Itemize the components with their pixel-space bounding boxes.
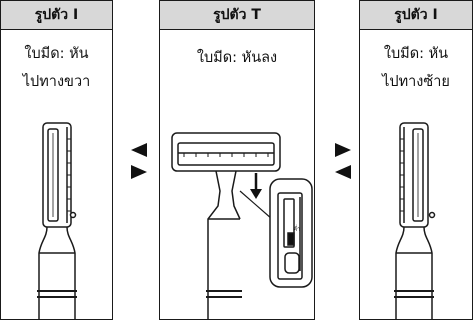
switch-arrows-left bbox=[129, 141, 149, 181]
arrow-right-icon bbox=[131, 165, 147, 179]
i-shape-blade-left-illustration bbox=[394, 122, 436, 319]
panel-i-right: รูปตัว I ใบมีด: หัน ไปทางขวา bbox=[0, 0, 113, 320]
caption-line-1: ใบมีด: หันลง bbox=[196, 50, 278, 66]
panel-title: รูปตัว I bbox=[360, 1, 472, 30]
caption-line-1: ใบมีด: หัน bbox=[24, 46, 89, 62]
panel-i-left: รูปตัว I ใบมีด: หัน ไปทางซ้าย bbox=[359, 0, 473, 320]
caption-line-2: ไปทางซ้าย bbox=[382, 74, 450, 90]
arrow-left-icon bbox=[335, 165, 351, 179]
arrow-right-icon bbox=[335, 143, 351, 157]
panel-title: รูปตัว I bbox=[1, 1, 112, 30]
panel-caption: ใบมีด: หันลง bbox=[160, 44, 314, 72]
panel-caption: ใบมีด: หัน ไปทางขวา bbox=[1, 40, 112, 96]
switch-arrows-right bbox=[333, 141, 353, 181]
caption-line-1: ใบมีด: หัน bbox=[383, 46, 449, 62]
arrow-down-icon bbox=[250, 189, 262, 199]
svg-text:ค่ำ: ค่ำ bbox=[293, 225, 300, 233]
arrow-left-icon bbox=[131, 143, 147, 157]
t-shape-blade-down-illustration: ค่ำ bbox=[171, 132, 313, 319]
panel-caption: ใบมีด: หัน ไปทางซ้าย bbox=[360, 40, 472, 96]
panel-t-down: รูปตัว T ใบมีด: หันลง bbox=[159, 0, 315, 320]
i-shape-blade-right-illustration bbox=[37, 122, 77, 319]
caption-line-2: ไปทางขวา bbox=[22, 74, 91, 90]
panel-title: รูปตัว T bbox=[160, 1, 314, 30]
